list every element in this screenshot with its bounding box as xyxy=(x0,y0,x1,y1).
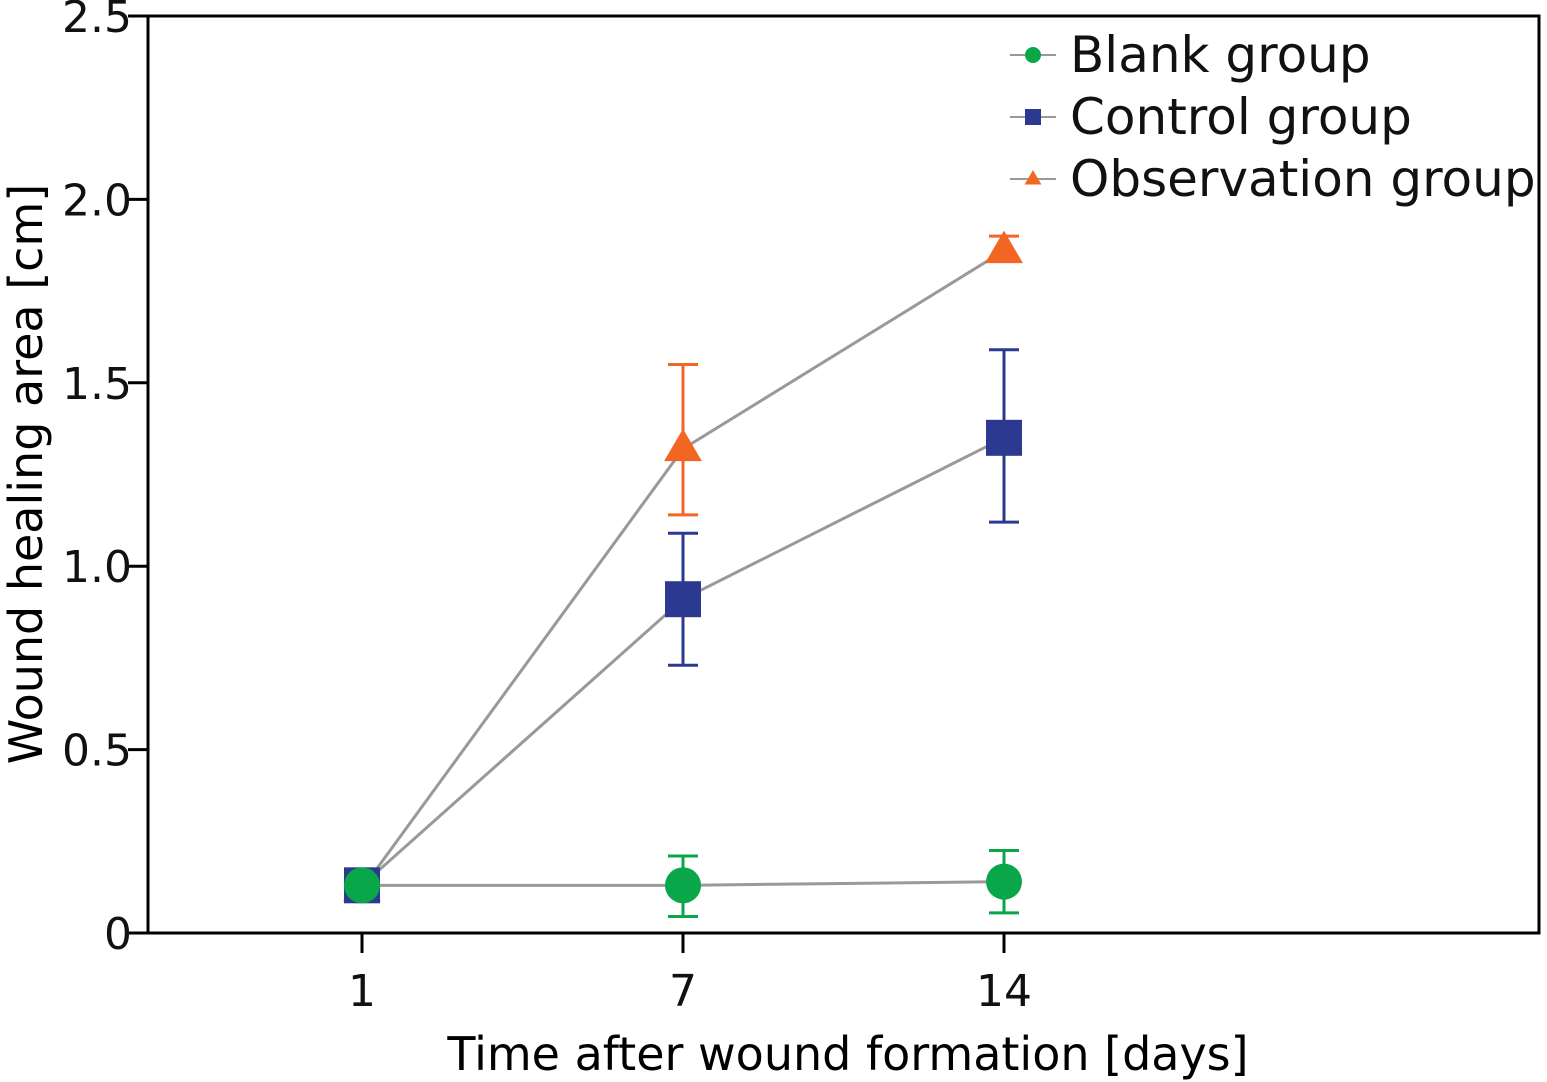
y-tick-label: 0 xyxy=(104,909,132,960)
legend-marker xyxy=(1025,109,1041,125)
error-bars xyxy=(668,234,1019,918)
y-tick-label: 1.0 xyxy=(62,542,132,593)
legend-marker xyxy=(1024,170,1042,185)
legend-label: Observation group xyxy=(1070,150,1536,208)
x-axis-title: Time after wound formation [days] xyxy=(446,1027,1248,1081)
x-tick-label: 7 xyxy=(669,966,697,1017)
y-axis-title: Wound healing area [cm] xyxy=(0,184,53,764)
data-point xyxy=(344,867,380,904)
data-markers xyxy=(343,230,1023,904)
data-point xyxy=(985,230,1023,264)
legend-marker xyxy=(1025,47,1041,63)
y-tick-label: 2.0 xyxy=(62,175,132,226)
data-point xyxy=(665,867,701,904)
y-tick-label: 0.5 xyxy=(62,726,132,777)
data-point xyxy=(986,863,1022,900)
y-axis: 0 0.5 1.0 1.5 2.0 2.5 xyxy=(62,0,148,960)
legend-label: Blank group xyxy=(1070,26,1371,84)
data-point xyxy=(665,581,701,618)
legend-label: Control group xyxy=(1070,88,1412,146)
y-tick-label: 1.5 xyxy=(62,359,132,410)
data-point xyxy=(664,428,702,462)
data-point xyxy=(986,419,1022,456)
x-tick-label: 14 xyxy=(976,966,1032,1017)
plot-frame xyxy=(146,14,1541,935)
x-tick-label: 1 xyxy=(348,966,376,1017)
y-tick-label: 2.5 xyxy=(62,0,132,43)
